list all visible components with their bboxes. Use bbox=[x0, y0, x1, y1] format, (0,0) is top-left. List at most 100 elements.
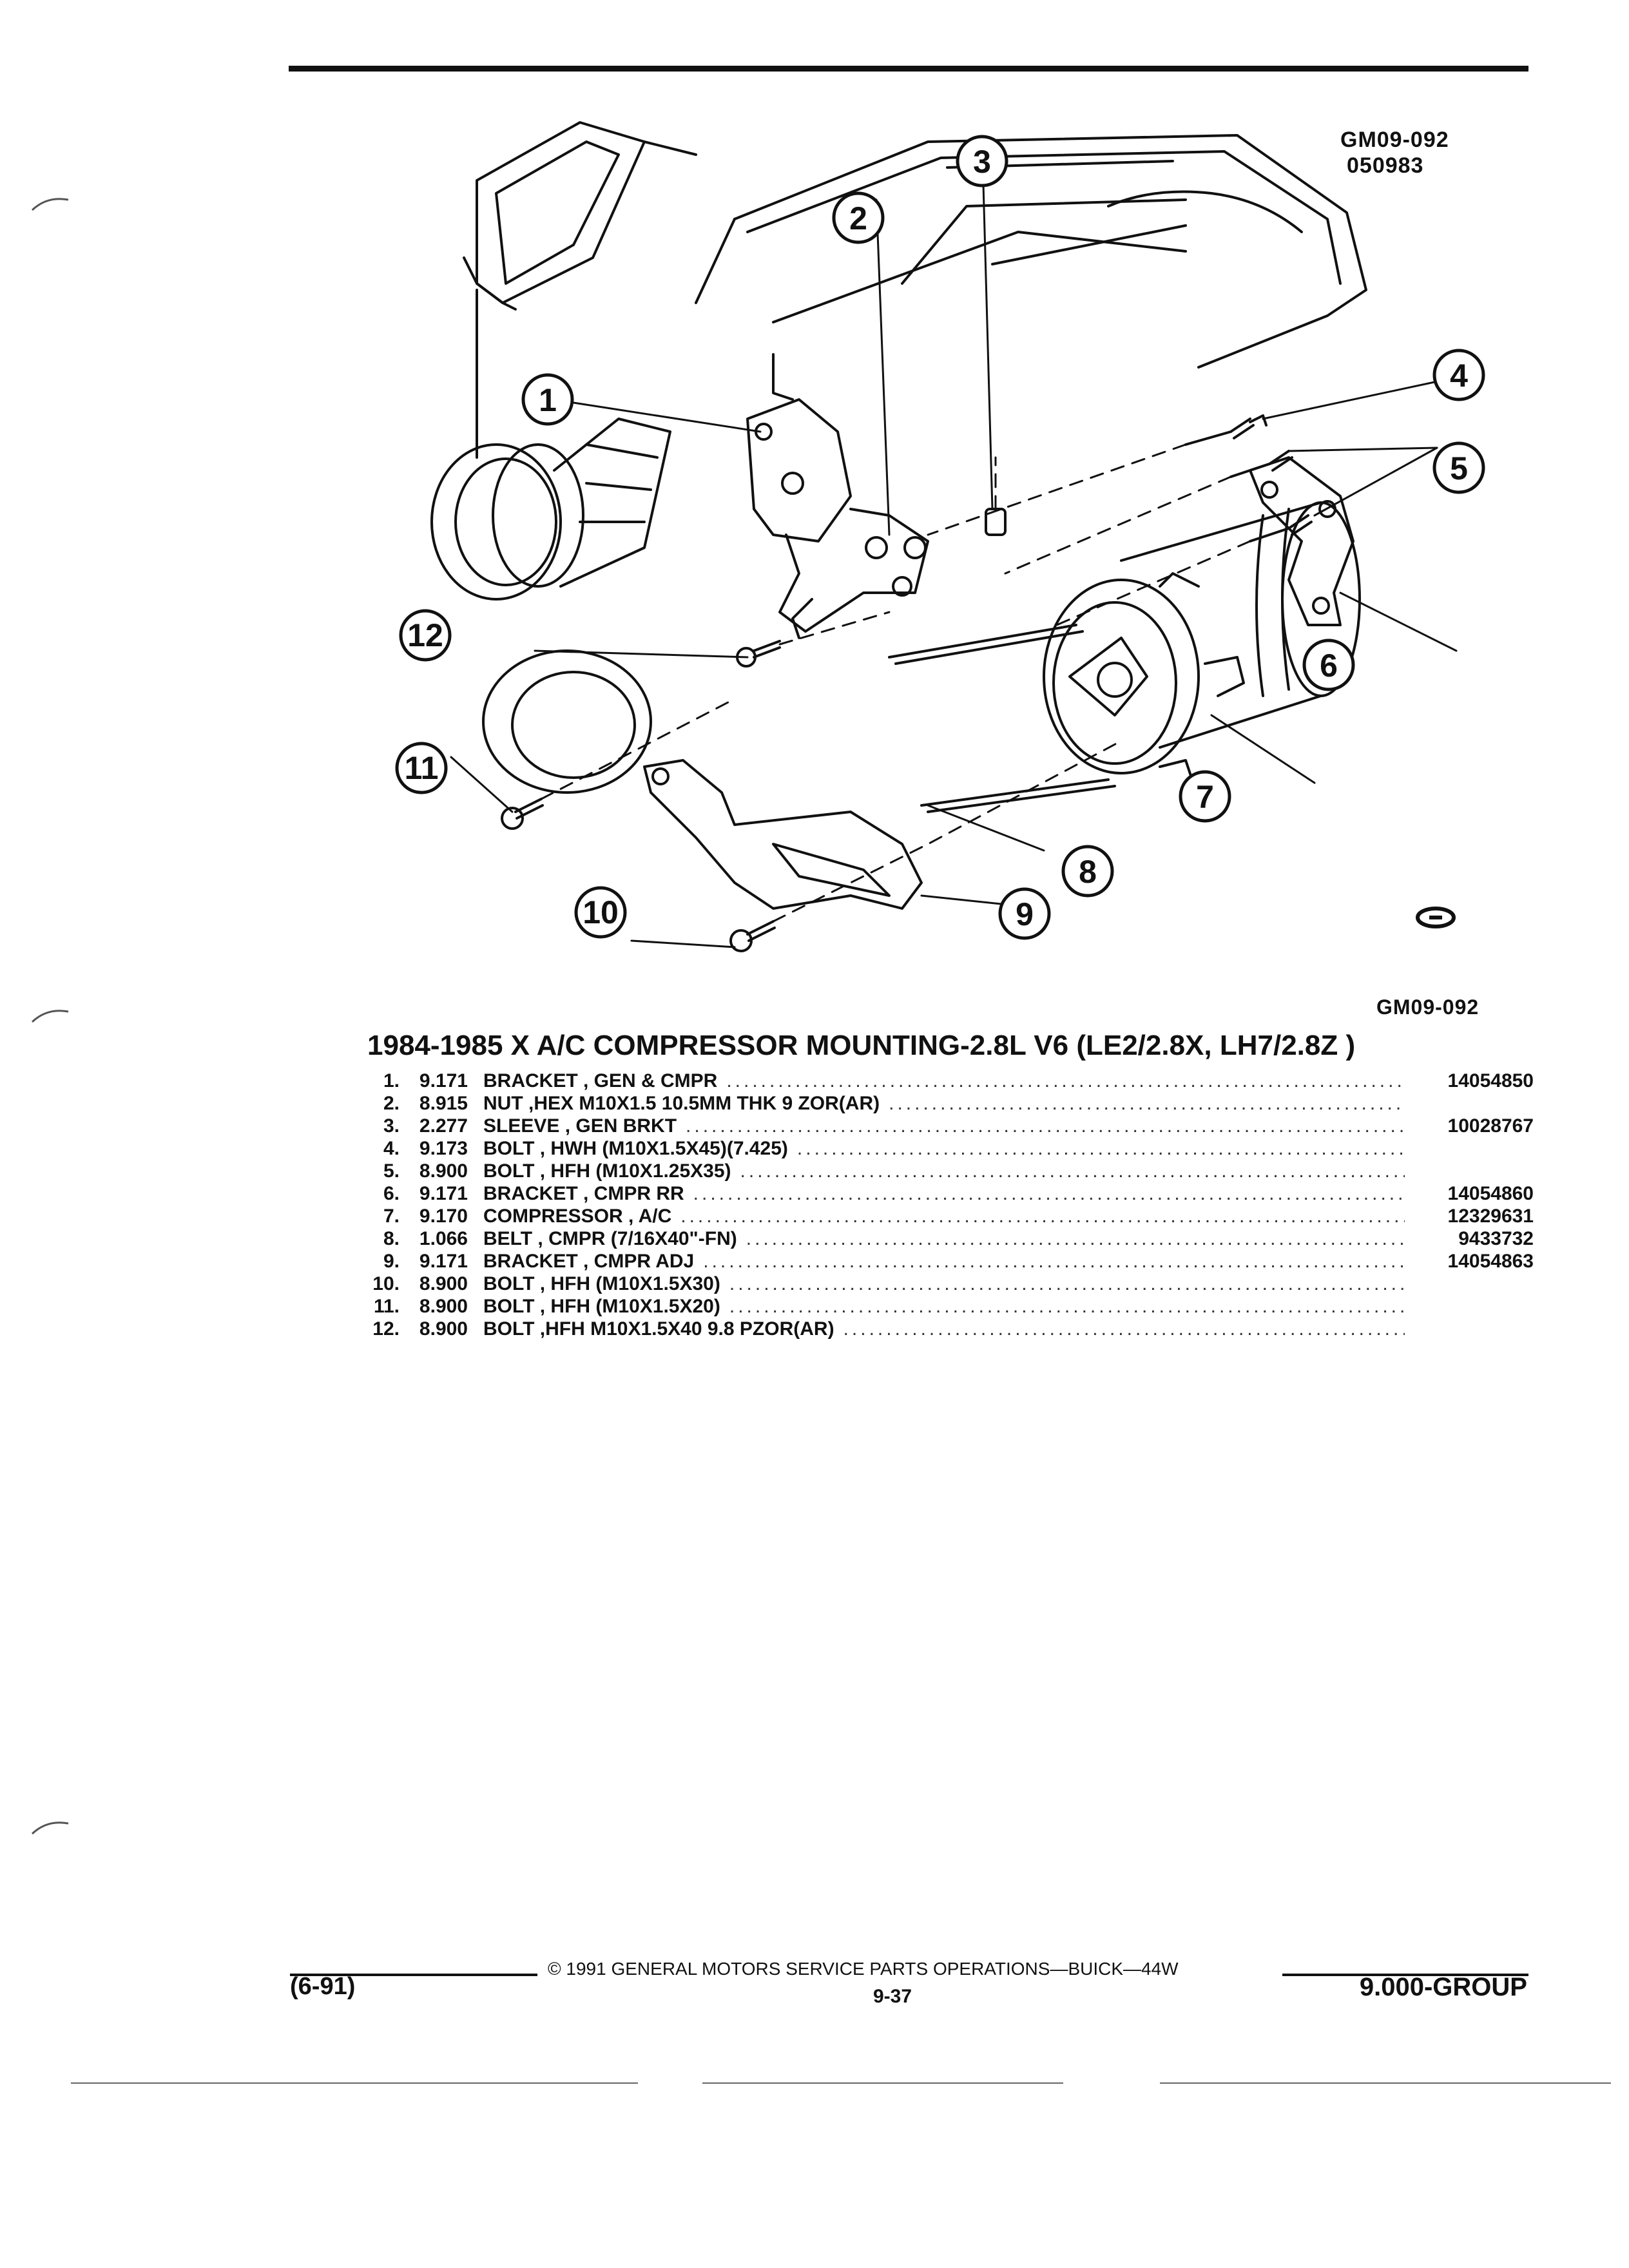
part-description: BOLT , HWH (M10X1.5X45)(7.425) bbox=[483, 1138, 788, 1159]
leader-dots: ........................................… bbox=[693, 1183, 1405, 1204]
callout-6: 6 bbox=[1302, 639, 1355, 691]
group-code: 9.173 bbox=[419, 1138, 468, 1159]
part-number bbox=[1405, 1092, 1534, 1115]
group-code: 9.171 bbox=[419, 1070, 468, 1091]
description-cell: BOLT , HFH (M10X1.25X35)................… bbox=[483, 1160, 1405, 1182]
group-code: 9.171 bbox=[419, 1251, 468, 1272]
item-number: 10. bbox=[372, 1273, 400, 1294]
item-number: 4. bbox=[383, 1138, 400, 1159]
callout-8: 8 bbox=[1061, 845, 1114, 898]
item-number: 2. bbox=[383, 1093, 400, 1114]
diagram-caption-code: GM09-092 bbox=[1376, 995, 1480, 1019]
leader-dots: ........................................… bbox=[729, 1273, 1405, 1294]
gc-logo-icon bbox=[1416, 907, 1456, 928]
margin-mark bbox=[31, 198, 69, 211]
bracket-gen-cmpr bbox=[746, 353, 929, 639]
group-code: 8.900 bbox=[419, 1273, 468, 1294]
callout-7: 7 bbox=[1179, 770, 1231, 823]
svg-text:7: 7 bbox=[1196, 779, 1214, 815]
belt bbox=[888, 624, 1116, 813]
part-description: COMPRESSOR , A/C bbox=[483, 1206, 672, 1227]
item-number: 1. bbox=[383, 1070, 400, 1091]
svg-text:8: 8 bbox=[1079, 854, 1097, 890]
callout-2: 2 bbox=[832, 191, 885, 244]
callout-12: 12 bbox=[399, 609, 452, 662]
leader-dots: ........................................… bbox=[726, 1070, 1405, 1091]
group-code: 1.066 bbox=[419, 1228, 468, 1249]
item-number: 9. bbox=[383, 1251, 400, 1272]
part-number: 14054850 bbox=[1447, 1070, 1534, 1091]
svg-text:6: 6 bbox=[1320, 648, 1338, 684]
part-number: 14054863 bbox=[1447, 1251, 1534, 1272]
callout-9: 9 bbox=[998, 887, 1051, 940]
callout-1: 1 bbox=[521, 373, 574, 426]
part-number: 10028767 bbox=[1447, 1115, 1534, 1137]
part-description: BOLT , HFH (M10X1.5X20) bbox=[483, 1296, 720, 1317]
part-number: 12329631 bbox=[1447, 1206, 1534, 1227]
leader-dots: ........................................… bbox=[843, 1318, 1405, 1340]
part-number bbox=[1405, 1137, 1534, 1160]
leader-lines bbox=[450, 160, 1458, 948]
leader-dots: ........................................… bbox=[729, 1296, 1405, 1317]
description-cell: SLEEVE , GEN BRKT.......................… bbox=[483, 1115, 1405, 1137]
svg-text:1: 1 bbox=[539, 382, 557, 418]
leader-dots: ........................................… bbox=[796, 1138, 1405, 1159]
copyright-notice: © 1991 GENERAL MOTORS SERVICE PARTS OPER… bbox=[548, 1959, 1179, 1979]
part-description: NUT ,HEX M10X1.5 10.5MM THK 9 ZOR(AR) bbox=[483, 1093, 880, 1114]
item-number: 11. bbox=[373, 1296, 400, 1317]
callout-5: 5 bbox=[1432, 441, 1485, 494]
group-code: 2.277 bbox=[419, 1115, 468, 1137]
engine-block-outline bbox=[463, 121, 1367, 459]
callout-4: 4 bbox=[1432, 349, 1485, 401]
svg-text:3: 3 bbox=[973, 144, 991, 180]
group-code: 8.900 bbox=[419, 1160, 468, 1182]
footer-rule-right bbox=[1282, 1974, 1528, 1976]
svg-text:12: 12 bbox=[407, 617, 443, 653]
page-number: 9-37 bbox=[873, 1986, 912, 2007]
group-code: 9.171 bbox=[419, 1183, 468, 1204]
description-cell: COMPRESSOR , A/C........................… bbox=[483, 1205, 1405, 1227]
bracket-cmpr-rr bbox=[1249, 456, 1354, 626]
bolts bbox=[501, 414, 1313, 952]
part-description: SLEEVE , GEN BRKT bbox=[483, 1115, 677, 1137]
parts-row: 4. 9.173 BOLT , HWH (M10X1.5X45)(7.425)...… bbox=[361, 1137, 1534, 1160]
margin-mark bbox=[31, 1821, 69, 1835]
leader-dots: ........................................… bbox=[746, 1228, 1405, 1249]
reference-code: GM09-092 bbox=[1340, 128, 1449, 152]
part-description: BOLT ,HFH M10X1.5X40 9.8 PZOR(AR) bbox=[483, 1318, 834, 1340]
description-cell: BRACKET , GEN & CMPR....................… bbox=[483, 1070, 1405, 1092]
revision-date: (6-91) bbox=[290, 1973, 356, 2000]
margin-mark bbox=[31, 1010, 69, 1023]
leader-dots: ........................................… bbox=[703, 1251, 1405, 1272]
part-number bbox=[1405, 1160, 1534, 1182]
part-number bbox=[1405, 1318, 1534, 1340]
leader-dots: ........................................… bbox=[889, 1093, 1405, 1114]
leader-dots: ........................................… bbox=[686, 1115, 1405, 1137]
svg-text:4: 4 bbox=[1450, 358, 1468, 394]
scan-artifact-line bbox=[1160, 2082, 1611, 2084]
svg-text:9: 9 bbox=[1016, 896, 1034, 932]
callout-10: 10 bbox=[574, 886, 627, 939]
part-number bbox=[1405, 1295, 1534, 1318]
compressor-mounting-diagram bbox=[430, 121, 1458, 952]
parts-row: 1. 9.171 BRACKET , GEN & CMPR.............… bbox=[361, 1070, 1534, 1092]
part-number bbox=[1405, 1273, 1534, 1295]
description-cell: BOLT ,HFH M10X1.5X40 9.8 PZOR(AR).......… bbox=[483, 1318, 1405, 1340]
bracket-cmpr-adj bbox=[643, 759, 923, 910]
group-number: 9.000-GROUP bbox=[1359, 1973, 1527, 2001]
svg-text:5: 5 bbox=[1450, 450, 1468, 486]
part-description: BELT , CMPR (7/16X40"-FN) bbox=[483, 1228, 737, 1249]
description-cell: BOLT , HWH (M10X1.5X45)(7.425)..........… bbox=[483, 1137, 1405, 1160]
description-cell: NUT ,HEX M10X1.5 10.5MM THK 9 ZOR(AR)...… bbox=[483, 1092, 1405, 1115]
parts-row: 2. 8.915 NUT ,HEX M10X1.5 10.5MM THK 9 ZOR… bbox=[361, 1092, 1534, 1115]
reference-date: 050983 bbox=[1347, 153, 1424, 178]
item-number: 7. bbox=[383, 1206, 400, 1227]
parts-row: 5. 8.900 BOLT , HFH (M10X1.25X35).........… bbox=[361, 1160, 1534, 1182]
item-number: 5. bbox=[383, 1160, 400, 1182]
item-number: 6. bbox=[383, 1183, 400, 1204]
group-code: 8.915 bbox=[419, 1093, 468, 1114]
item-number: 12. bbox=[372, 1318, 400, 1340]
callout-11: 11 bbox=[395, 742, 448, 794]
